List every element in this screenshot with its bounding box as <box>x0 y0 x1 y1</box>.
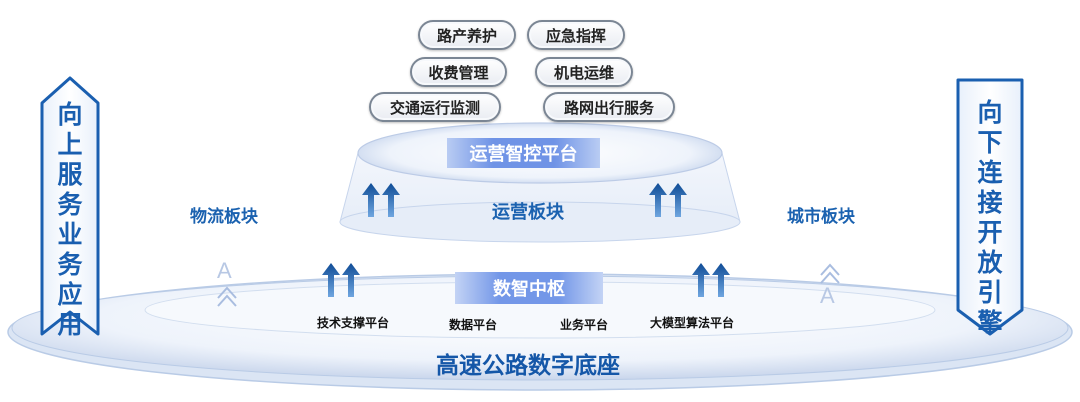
right-banner-shape <box>956 78 1024 336</box>
base-title: 高速公路数字底座 <box>436 353 620 379</box>
up-arrow-icon <box>362 183 400 217</box>
left-banner-shape <box>40 76 100 336</box>
service-pill-electromechanical-ops[interactable]: 机电运维 <box>535 57 633 87</box>
service-pill-road-maintenance[interactable]: 路产养护 <box>418 20 516 50</box>
right-banner-text: 向下连接开放引擎 <box>977 98 1003 337</box>
hub-platform-tech-support: 技术支撑平台 <box>317 316 390 330</box>
operations-platform-chip: 运营智控平台 <box>447 138 600 168</box>
hub-chip: 数智中枢 <box>455 272 603 304</box>
a-glyph-left: A <box>217 258 232 283</box>
up-arrow-icon <box>322 263 360 297</box>
a-glyph-right: A <box>820 283 835 308</box>
left-banner-text: 向上服务业务应用 <box>57 100 83 339</box>
operations-block-label: 运营板块 <box>492 202 564 223</box>
logistics-block-label: 物流板块 <box>190 207 258 227</box>
chevron-up-icon <box>217 286 237 307</box>
service-pill-emergency-command[interactable]: 应急指挥 <box>527 20 625 50</box>
up-arrow-icon <box>692 263 730 297</box>
hub-platform-llm-algorithm: 大模型算法平台 <box>650 316 735 330</box>
service-pill-toll-management[interactable]: 收费管理 <box>410 57 507 87</box>
hub-platform-data: 数据平台 <box>449 318 498 332</box>
city-block-label: 城市板块 <box>787 207 855 227</box>
chevron-up-icon <box>820 263 840 284</box>
service-pill-traffic-monitoring[interactable]: 交通运行监测 <box>369 92 501 122</box>
service-pill-road-network-travel[interactable]: 路网出行服务 <box>543 92 675 122</box>
hub-platform-business: 业务平台 <box>560 318 609 332</box>
up-arrow-icon <box>649 183 687 217</box>
